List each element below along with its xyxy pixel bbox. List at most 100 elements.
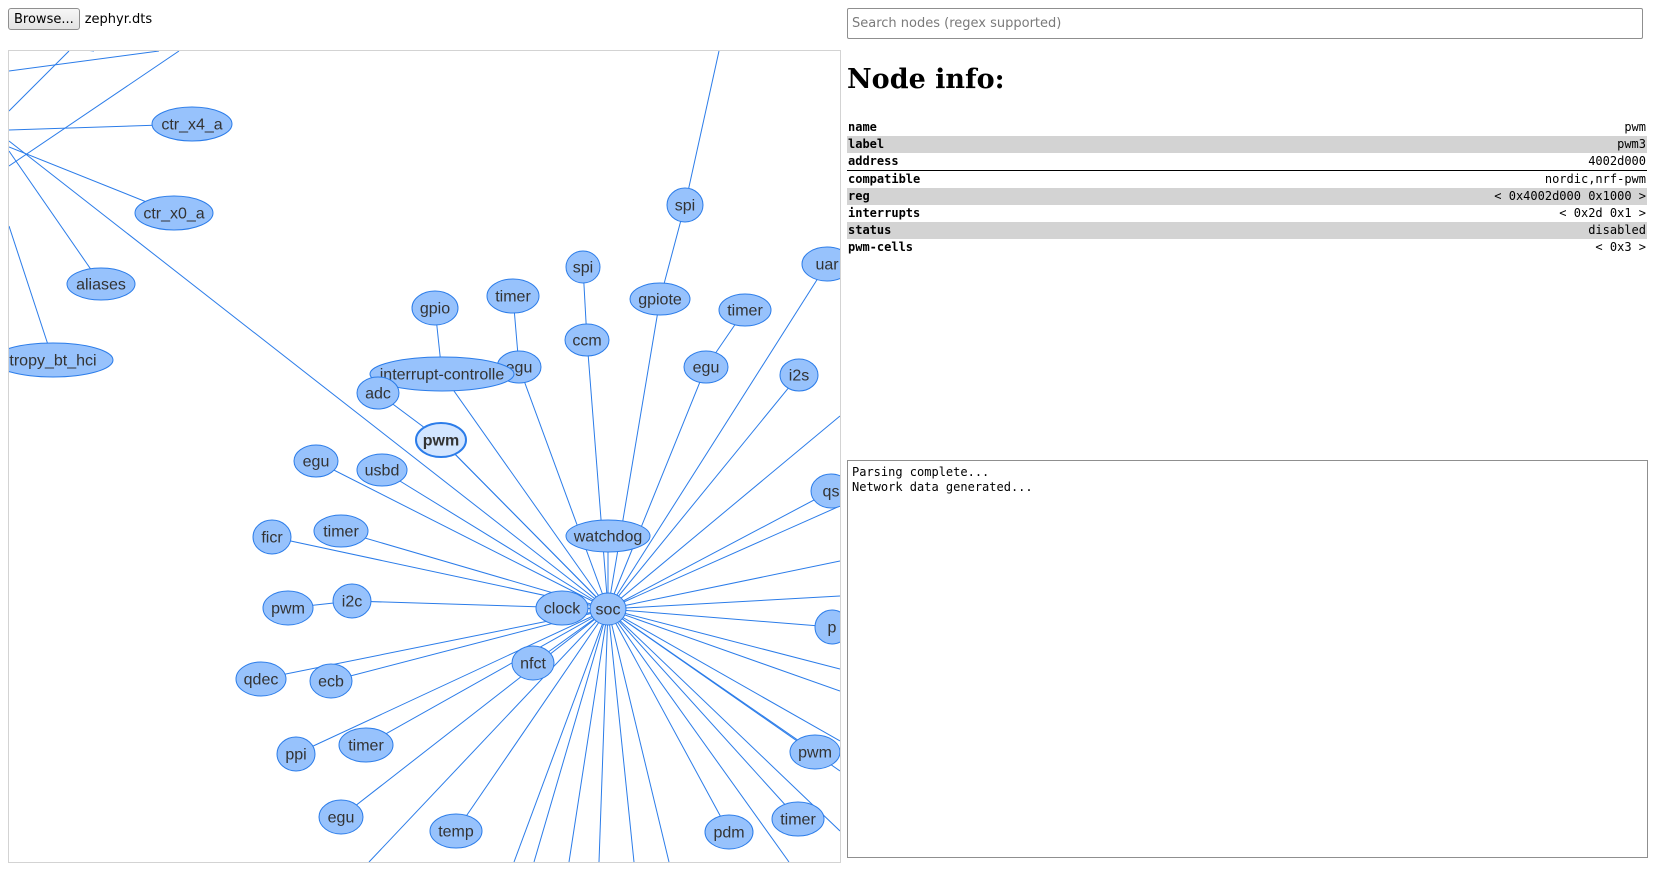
graph-node-gpio[interactable]: gpio	[411, 290, 459, 326]
node-shape[interactable]	[771, 801, 825, 837]
node-shape[interactable]	[683, 350, 729, 384]
graph-node-spi1[interactable]: spi	[666, 187, 704, 223]
graph-node-i2s[interactable]: i2s	[779, 358, 819, 392]
graph-node-ppi[interactable]: ppi	[276, 736, 316, 772]
node-shape[interactable]	[276, 736, 316, 772]
graph-node-qs[interactable]: qs	[810, 473, 840, 509]
node-shape[interactable]	[801, 246, 840, 282]
node-shape[interactable]	[66, 267, 136, 301]
node-shape[interactable]	[134, 195, 214, 231]
info-key: status	[847, 222, 1108, 239]
node-label: timer	[495, 289, 531, 306]
node-shape[interactable]	[565, 519, 651, 553]
node-shape[interactable]	[356, 453, 408, 487]
node-shape[interactable]	[666, 187, 704, 223]
node-shape[interactable]	[411, 290, 459, 326]
node-shape[interactable]	[332, 583, 372, 619]
node-shape[interactable]	[151, 106, 233, 142]
info-row-pwm-cells: pwm-cells< 0x3 >	[847, 239, 1647, 256]
graph-node-pdm[interactable]: pdm	[704, 814, 754, 850]
graph-node-pwm_sel-selected[interactable]: pwm	[415, 422, 467, 458]
node-shape[interactable]	[814, 609, 840, 645]
graph-node-ctr_x4_a[interactable]: ctr_x4_a	[151, 106, 233, 142]
node-shape[interactable]	[511, 645, 555, 681]
node-label: adc	[365, 386, 391, 403]
node-label: temp	[438, 824, 474, 841]
node-shape[interactable]	[565, 250, 601, 284]
node-shape[interactable]	[415, 422, 467, 458]
graph-node-usbd[interactable]: usbd	[356, 453, 408, 487]
node-shape[interactable]	[789, 734, 840, 770]
graph-node-timer1[interactable]: timer	[486, 278, 540, 314]
node-shape[interactable]	[356, 376, 400, 410]
graph-node-watchdog[interactable]: watchdog	[565, 519, 651, 553]
node-label: uar	[815, 257, 839, 274]
node-shape[interactable]	[535, 590, 589, 626]
node-label: ctr_x0_a	[143, 206, 204, 223]
graph-node-egu4[interactable]: egu	[318, 799, 364, 835]
graph-node-egu2[interactable]: egu	[683, 350, 729, 384]
graph-node-aliases[interactable]: aliases	[66, 267, 136, 301]
node-shape[interactable]	[704, 814, 754, 850]
graph-node-ecb[interactable]: ecb	[309, 663, 353, 699]
node-shape[interactable]	[718, 293, 772, 327]
node-label: clock	[544, 601, 581, 618]
graph-node-adc[interactable]: adc	[356, 376, 400, 410]
browse-button[interactable]: Browse...	[8, 8, 80, 30]
graph-node-timer3[interactable]: timer	[313, 514, 369, 548]
graph-edge	[365, 608, 609, 746]
graph-edge	[455, 608, 609, 832]
node-shape[interactable]	[293, 444, 339, 478]
graph-edge	[607, 560, 840, 610]
node-shape[interactable]	[338, 727, 394, 763]
graph-edge	[533, 608, 609, 862]
graph-node-p[interactable]: p	[814, 609, 840, 645]
node-shape[interactable]	[629, 282, 691, 316]
graph-node-ctr_x0_a[interactable]: ctr_x0_a	[134, 195, 214, 231]
graph-node-uart[interactable]: uar	[801, 246, 840, 282]
graph-node-pwm2[interactable]: pwm	[262, 590, 314, 626]
graph-node-spi2[interactable]: spi	[565, 250, 601, 284]
node-shape[interactable]	[235, 661, 287, 697]
node-shape[interactable]	[262, 590, 314, 626]
node-label: i2s	[789, 368, 809, 385]
graph-node-egu3[interactable]: egu	[293, 444, 339, 478]
node-shape[interactable]	[429, 813, 483, 849]
node-shape[interactable]	[486, 278, 540, 314]
graph-node-pwm3[interactable]: pwm	[789, 734, 840, 770]
node-shape[interactable]	[779, 358, 819, 392]
graph-node-intc[interactable]: interrupt-controlle	[369, 356, 515, 392]
graph-node-ccm[interactable]: ccm	[564, 323, 610, 357]
graph-node-timer5[interactable]: timer	[771, 801, 825, 837]
graph-edge	[607, 595, 840, 610]
search-input[interactable]	[847, 8, 1643, 39]
node-shape[interactable]	[589, 592, 627, 626]
node-label: ctr_x4_a	[161, 117, 222, 134]
graph-node-temp[interactable]: temp	[429, 813, 483, 849]
graph-node-nfct[interactable]: nfct	[511, 645, 555, 681]
node-shape[interactable]	[252, 519, 292, 555]
graph-node-soc[interactable]: soc	[589, 592, 627, 626]
graph-node-ficr[interactable]: ficr	[252, 519, 292, 555]
graph-node-entropy[interactable]: tropy_bt_hci	[9, 342, 114, 378]
node-shape[interactable]	[369, 356, 515, 392]
graph-node-timer2[interactable]: timer	[718, 293, 772, 327]
info-key: interrupts	[848, 206, 921, 220]
log-output[interactable]: Parsing complete... Network data generat…	[847, 460, 1648, 858]
node-shape[interactable]	[564, 323, 610, 357]
graph-node-i2c[interactable]: i2c	[332, 583, 372, 619]
graph-node-gpiote[interactable]: gpiote	[629, 282, 691, 316]
graph-node-clock[interactable]: clock	[535, 590, 589, 626]
graph-edge	[607, 374, 800, 610]
info-value: < 0x2d 0x1 >	[1559, 206, 1646, 220]
node-shape[interactable]	[318, 799, 364, 835]
node-shape[interactable]	[810, 473, 840, 509]
node-shape[interactable]	[313, 514, 369, 548]
node-shape[interactable]	[9, 342, 114, 378]
node-shape[interactable]	[309, 663, 353, 699]
graph-node-qdec[interactable]: qdec	[235, 661, 287, 697]
graph-node-timer4[interactable]: timer	[338, 727, 394, 763]
node-label: ccm	[572, 333, 601, 350]
